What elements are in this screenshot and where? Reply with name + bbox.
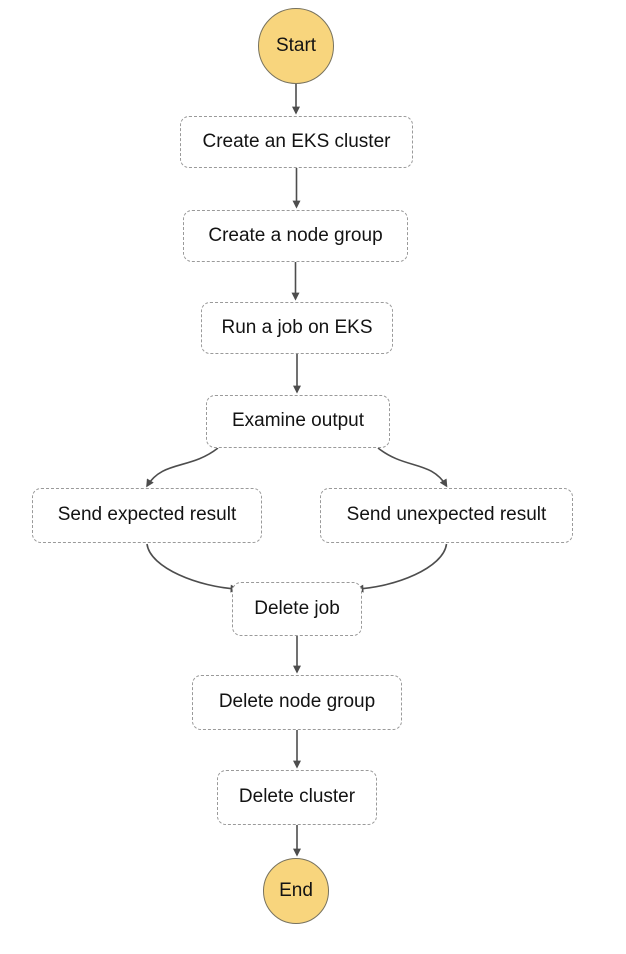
node-delete-cluster: Delete cluster: [217, 770, 377, 825]
node-examine-output: Examine output: [206, 395, 390, 448]
node-delete-node-group: Delete node group: [192, 675, 402, 730]
node-label-delete-job: Delete job: [254, 597, 340, 619]
node-label-send-unexpected: Send unexpected result: [346, 504, 547, 526]
node-run-job-on-eks: Run a job on EKS: [201, 302, 393, 354]
node-label-send-expected: Send expected result: [57, 504, 237, 526]
node-label-run-job-on-eks: Run a job on EKS: [221, 316, 373, 338]
node-label-end: End: [279, 879, 313, 901]
edge-send-unexpected-to-delete-job: [355, 543, 448, 593]
edge-examine-output-to-send-expected: [146, 447, 219, 488]
node-label-delete-node-group: Delete node group: [218, 691, 376, 713]
node-start: Start: [258, 8, 334, 84]
edge-send-expected-to-delete-job: [146, 543, 239, 593]
node-delete-job: Delete job: [232, 582, 362, 636]
node-label-delete-cluster: Delete cluster: [238, 786, 356, 808]
node-send-expected: Send expected result: [32, 488, 262, 543]
node-create-node-group: Create a node group: [183, 210, 408, 262]
node-label-start: Start: [275, 34, 317, 56]
node-label-create-node-group: Create a node group: [208, 224, 383, 246]
edge-examine-output-to-send-unexpected: [377, 447, 448, 488]
node-label-examine-output: Examine output: [231, 410, 365, 432]
node-send-unexpected: Send unexpected result: [320, 488, 573, 543]
node-create-eks-cluster: Create an EKS cluster: [180, 116, 413, 168]
node-end: End: [263, 858, 329, 924]
node-label-create-eks-cluster: Create an EKS cluster: [202, 130, 391, 152]
